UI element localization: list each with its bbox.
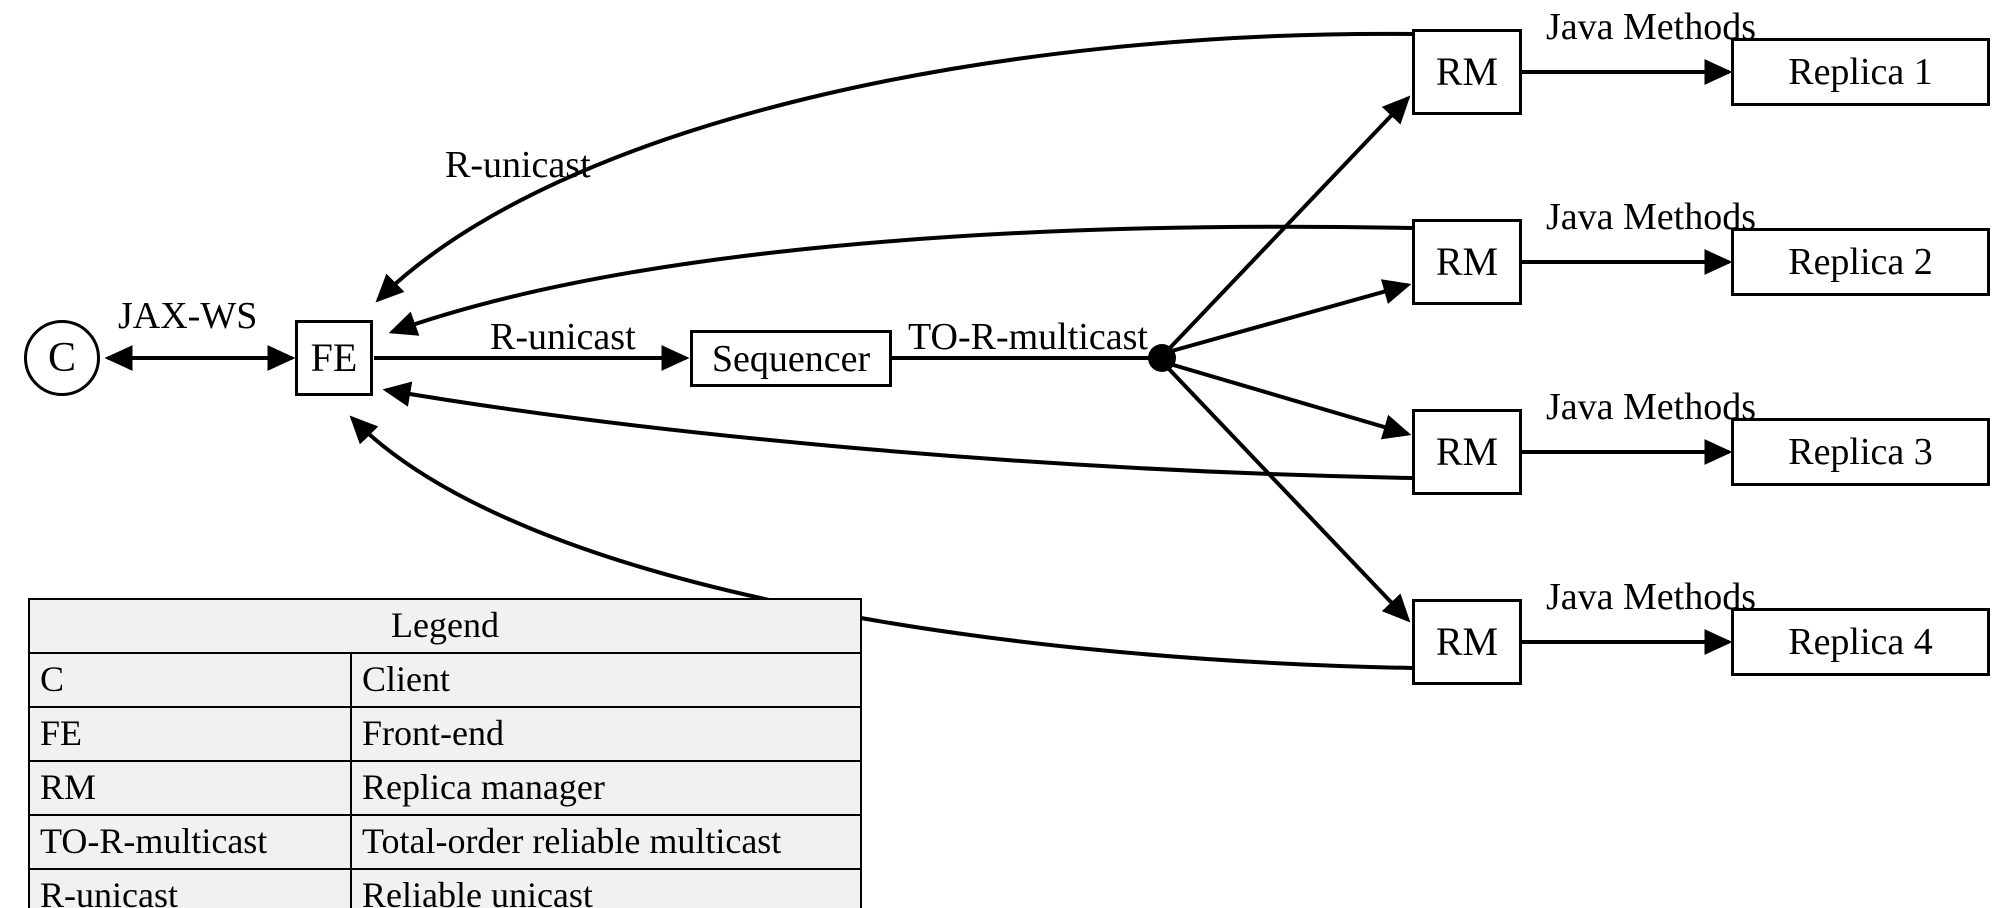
edge-rm1-frontend (375, 31, 1413, 303)
legend-row: RM Replica manager (28, 760, 862, 816)
node-client[interactable]: C (24, 320, 100, 396)
legend-desc: Replica manager (350, 760, 862, 816)
edge-label-r-unicast-top: R-unicast (445, 144, 591, 186)
node-sequencer-label: Sequencer (711, 337, 871, 380)
legend-desc: Total-order reliable multicast (350, 814, 862, 870)
node-client-label: C (47, 335, 76, 381)
legend-desc: Front-end (350, 706, 862, 762)
node-replica-3-label: Replica 3 (1788, 431, 1933, 473)
edge-label-java-methods-4: Java Methods (1546, 576, 1757, 618)
edge-junction-rm2 (1167, 279, 1412, 354)
legend-abbr: C (28, 652, 352, 708)
legend-row: TO-R-multicast Total-order reliable mult… (28, 814, 862, 870)
legend-abbr: FE (28, 706, 352, 762)
node-replica-4-label: Replica 4 (1788, 621, 1933, 663)
node-rm-1[interactable]: RM (1412, 29, 1522, 115)
edge-label-to-r-multicast: TO-R-multicast (908, 316, 1148, 358)
legend-abbr: RM (28, 760, 352, 816)
edge-label-java-methods-3: Java Methods (1546, 386, 1757, 428)
edge-junction-rm4 (1166, 366, 1411, 623)
legend-table: Legend C Client FE Front-end RM Replica … (28, 598, 862, 908)
node-sequencer[interactable]: Sequencer (690, 330, 892, 387)
legend-row: C Client (28, 652, 862, 708)
node-rm-3[interactable]: RM (1412, 409, 1522, 495)
node-rm-4-label: RM (1435, 619, 1499, 664)
legend-desc: Reliable unicast (350, 868, 862, 908)
edge-label-jax-ws: JAX-WS (118, 295, 258, 337)
node-rm-4[interactable]: RM (1412, 599, 1522, 685)
legend-row: R-unicast Reliable unicast (28, 868, 862, 908)
legend-row: FE Front-end (28, 706, 862, 762)
node-frontend[interactable]: FE (295, 320, 373, 396)
node-rm-3-label: RM (1435, 429, 1499, 474)
node-replica-4[interactable]: Replica 4 (1731, 608, 1990, 676)
node-replica-3[interactable]: Replica 3 (1731, 418, 1990, 486)
node-replica-2-label: Replica 2 (1788, 241, 1933, 283)
node-replica-1[interactable]: Replica 1 (1731, 38, 1990, 106)
edge-rm3-frontend (382, 381, 1413, 480)
legend-header-row: Legend (28, 598, 862, 654)
legend-abbr: R-unicast (28, 868, 352, 908)
edge-junction-rm3 (1169, 362, 1412, 440)
node-rm-2[interactable]: RM (1412, 219, 1522, 305)
node-replica-1-label: Replica 1 (1788, 51, 1933, 93)
multicast-junction-dot (1148, 344, 1176, 372)
node-replica-2[interactable]: Replica 2 (1731, 228, 1990, 296)
edge-rm2-frontend (388, 224, 1413, 336)
legend-title: Legend (28, 598, 862, 654)
node-rm-2-label: RM (1435, 239, 1499, 284)
node-frontend-label: FE (310, 335, 358, 380)
edge-label-java-methods-1: Java Methods (1546, 6, 1757, 48)
legend-abbr: TO-R-multicast (28, 814, 352, 870)
edge-label-java-methods-2: Java Methods (1546, 196, 1757, 238)
legend-desc: Client (350, 652, 862, 708)
node-rm-1-label: RM (1435, 49, 1499, 94)
edge-label-r-unicast-mid: R-unicast (490, 316, 636, 358)
